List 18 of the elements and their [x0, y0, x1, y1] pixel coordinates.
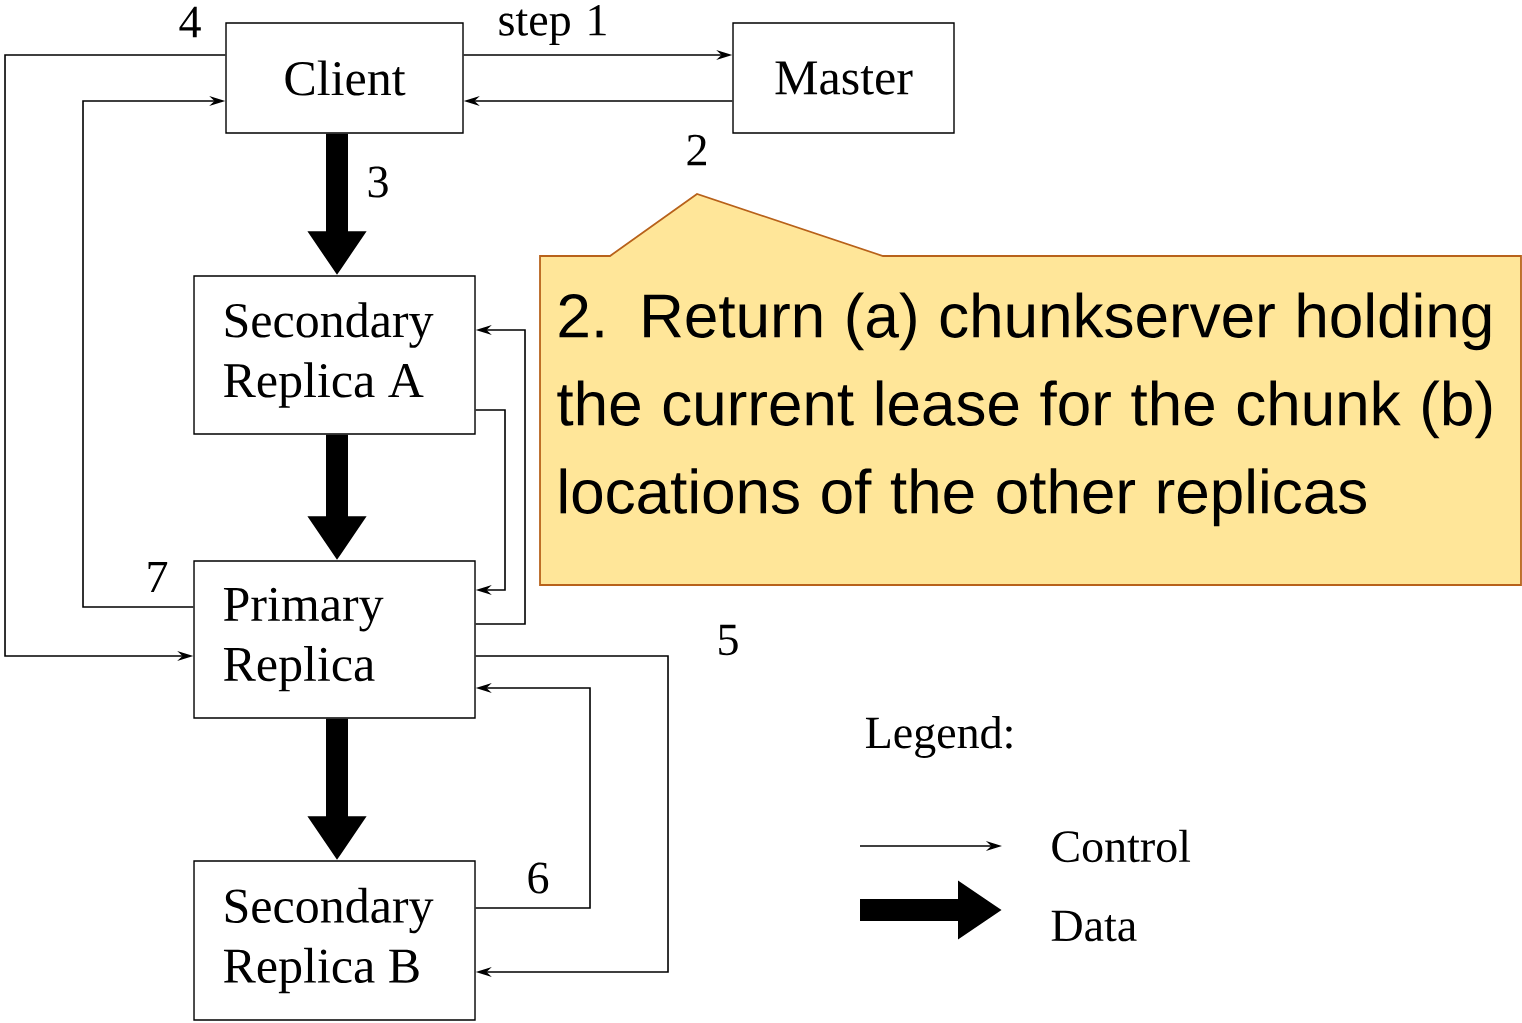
edge-label: step 1 [495, 2, 611, 48]
process-box: Client [225, 22, 464, 134]
edge-label: 5 [714, 622, 742, 658]
legend-label: Data [1051, 910, 1137, 942]
edge-label: 4 [176, 4, 204, 40]
edge-label: 6 [524, 860, 552, 896]
process-box: Secondary Replica B [193, 860, 476, 1021]
arrow [474, 655, 669, 978]
arrow [474, 409, 506, 596]
callout: 2. Return (a) chunkserver holding the current lease for the chunk (b) locations of the other replicas [539, 193, 1522, 586]
edge-label: 2 [683, 132, 711, 168]
legend-label: Control [1052, 829, 1191, 863]
process-box: Secondary Replica A [193, 275, 476, 435]
edge-label: 7 [143, 559, 171, 595]
process-box: Primary Replica [193, 560, 476, 719]
legend-title: Legend: [865, 716, 1012, 758]
edge-label: 3 [364, 164, 392, 200]
process-box: Master [732, 22, 955, 134]
